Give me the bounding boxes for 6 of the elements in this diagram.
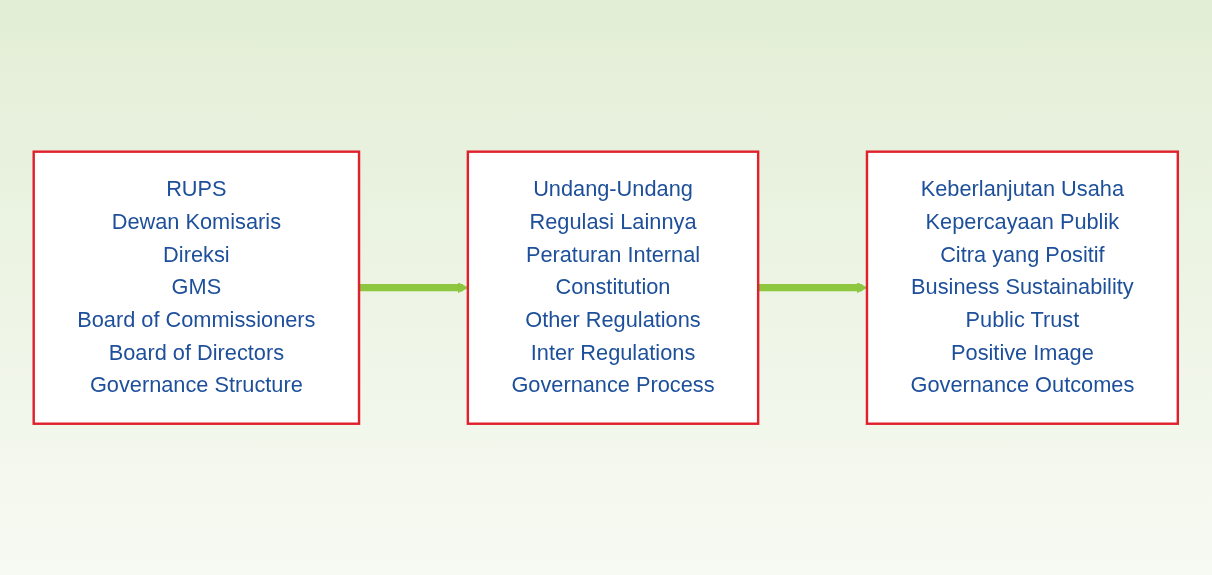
node-box: [866, 150, 1180, 425]
node-box: [32, 150, 361, 425]
node-box: [466, 150, 760, 425]
flow-diagram: RUPS Dewan Komisaris Direksi GMS Board of Commissioners Board of Directors Governance Structure Undang-Undang Regulasi Lainnya Peraturan Internal Constitution Other Regulations Inter Regulations Governance Process Keberlanjutan Usaha Kepercayaan Publik Citra yang Positif Business Sustainability Public Trust Positive Image Governance Outcomes: [24, 141, 1188, 434]
arrow: [758, 282, 868, 293]
arrow: [359, 282, 469, 293]
